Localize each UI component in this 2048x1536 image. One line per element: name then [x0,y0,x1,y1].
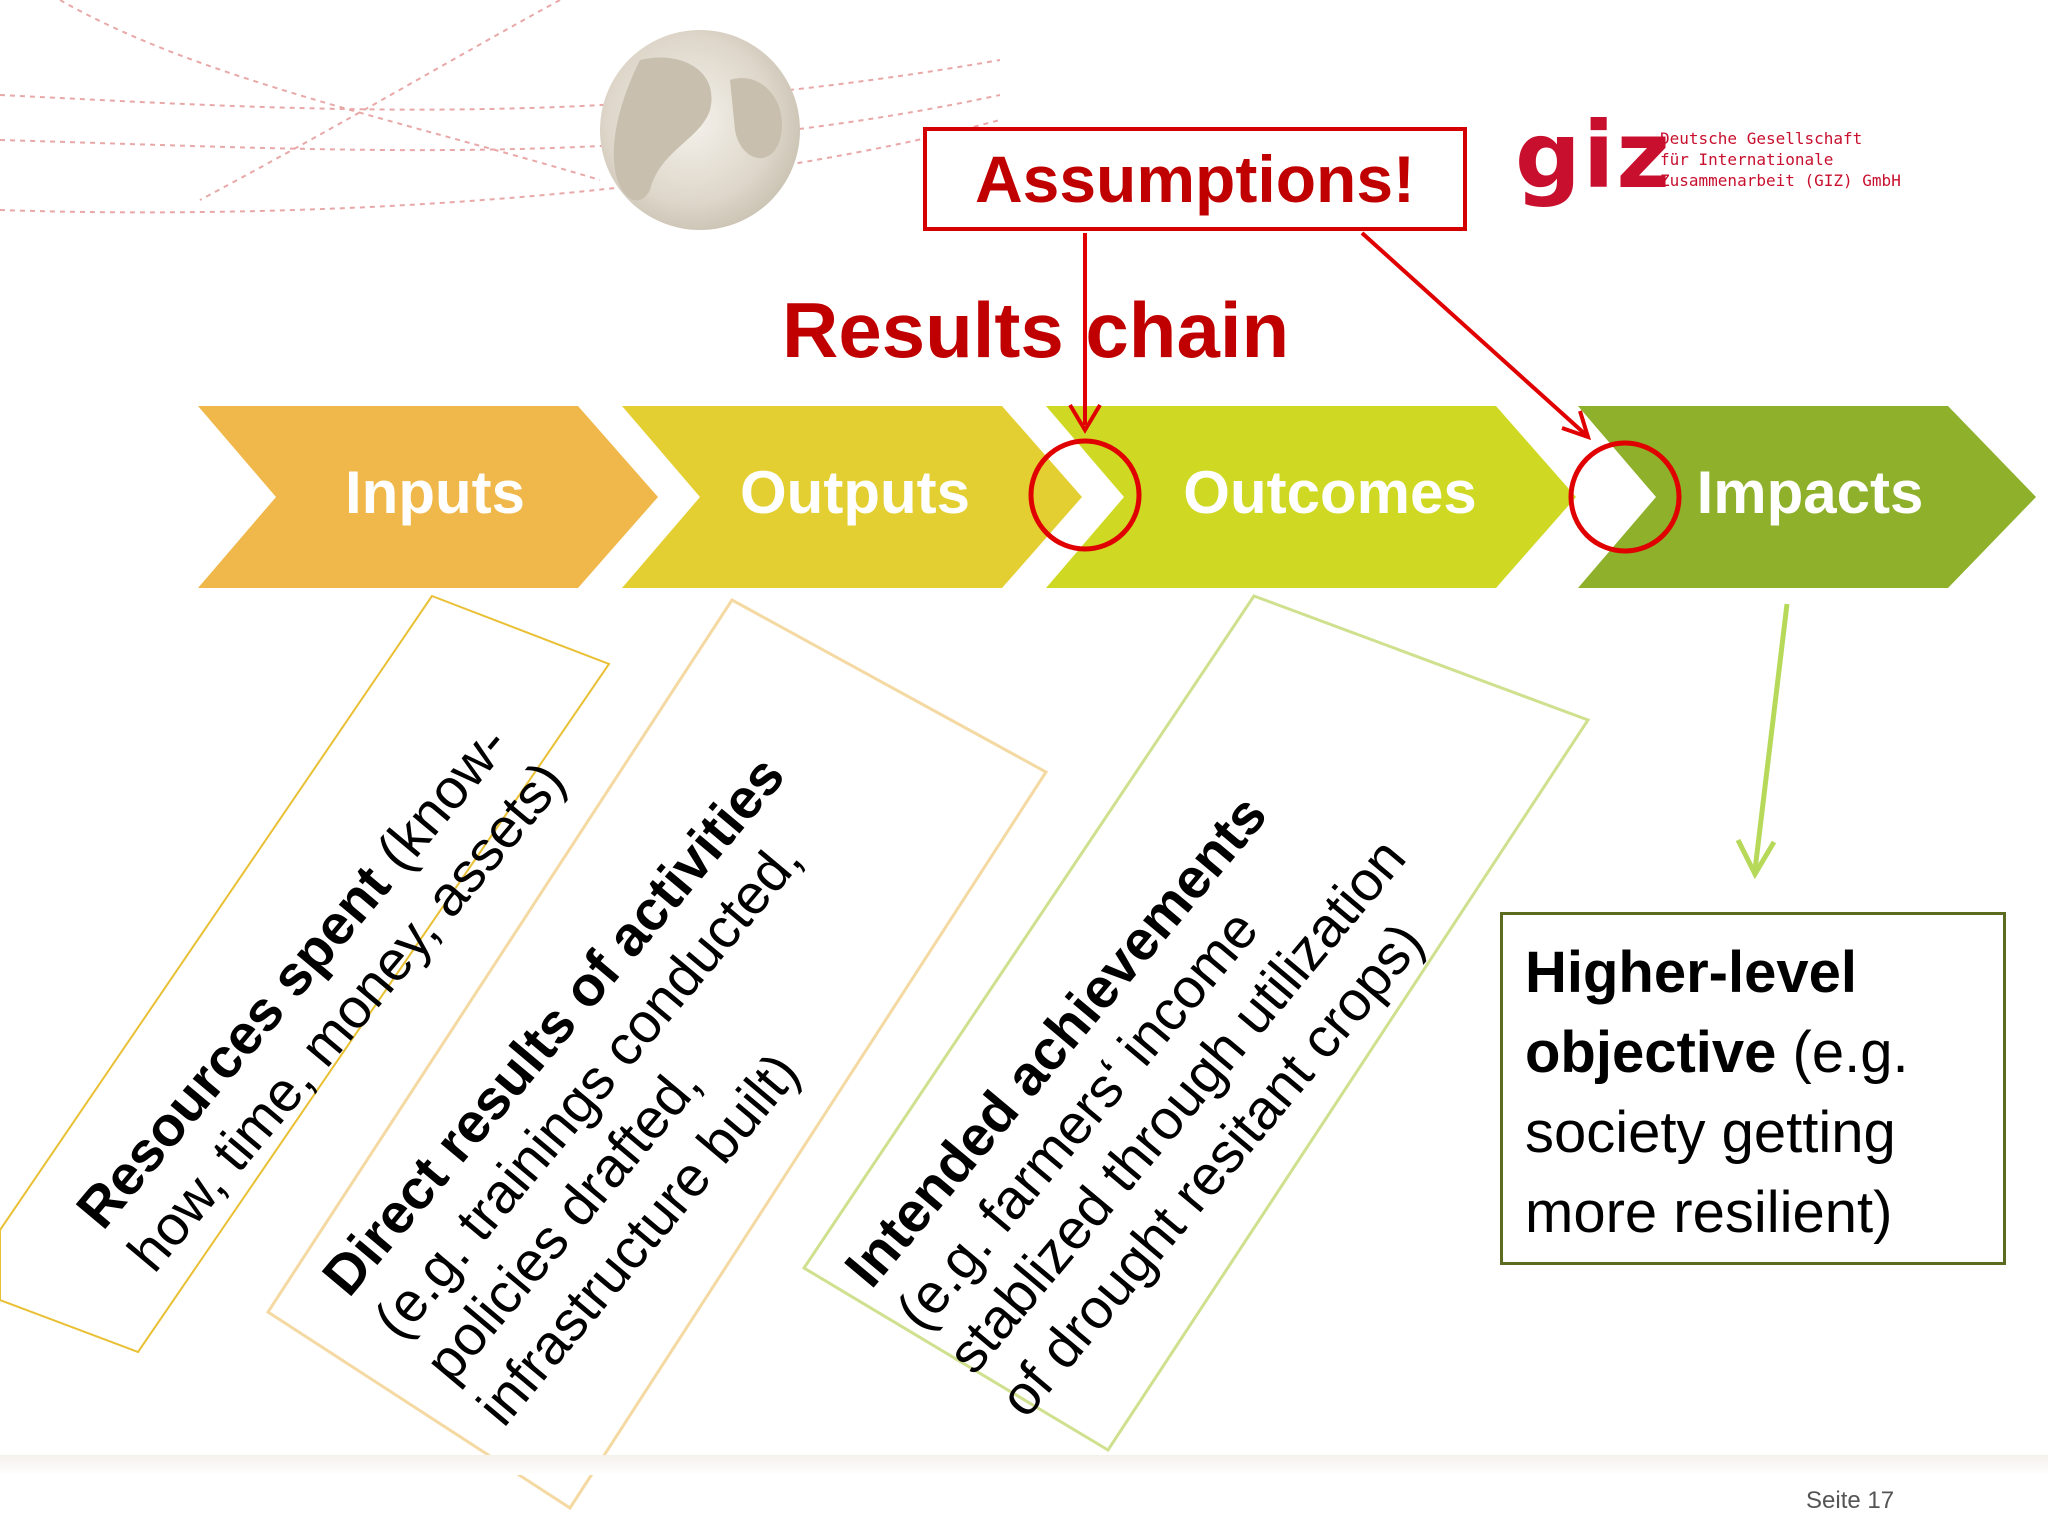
higher-level-line-1: Higher-level [1525,933,1985,1013]
giz-logo: giz [1515,102,1672,209]
frame-outputs [265,598,1049,1511]
higher-level-line-3: society getting [1525,1100,1896,1165]
impact-down-arrow [1735,603,1790,880]
assumptions-box: Assumptions! [923,127,1467,231]
stage-label-inputs: Inputs [345,459,525,526]
frame-outcomes [801,594,1591,1453]
footer-bar [0,1455,2048,1475]
logo-line-2: für Internationale [1660,150,1834,169]
assumption-circle-impacts [1568,440,1682,554]
logo-line-3: Zusammenarbeit (GIZ) GmbH [1660,171,1901,190]
higher-level-bold-1: Higher-level [1525,940,1857,1005]
higher-level-bold-2: objective [1525,1020,1777,1085]
higher-level-line-4: more resilient) [1525,1180,1893,1245]
assumption-circle-outcomes [1028,438,1142,552]
chevron-impacts [1578,406,2036,588]
giz-logo-text: Deutsche Gesellschaft für Internationale… [1660,128,1901,191]
higher-level-rest-2: (e.g. [1776,1020,1909,1085]
assumptions-label: Assumptions! [974,142,1416,216]
chevron-inputs [198,406,658,588]
higher-level-line-2: objective (e.g. [1525,1013,1985,1093]
decorative-dashed-lines [0,0,1001,214]
diagram-title: Results chain [782,286,1290,374]
logo-line-1: Deutsche Gesellschaft [1660,129,1863,148]
globe-image [600,30,800,230]
higher-level-objective-box: Higher-level objective (e.g. society get… [1500,912,2006,1265]
chevron-outcomes [1046,406,1576,588]
stage-label-outputs: Outputs [740,459,970,526]
chevron-outputs [622,406,1082,588]
page-number: Seite 17 [1806,1487,1895,1514]
assumption-arrows [1068,231,1592,441]
frame-inputs [0,594,611,1354]
stage-label-outcomes: Outcomes [1183,459,1477,526]
stage-label-impacts: Impacts [1696,459,1924,526]
